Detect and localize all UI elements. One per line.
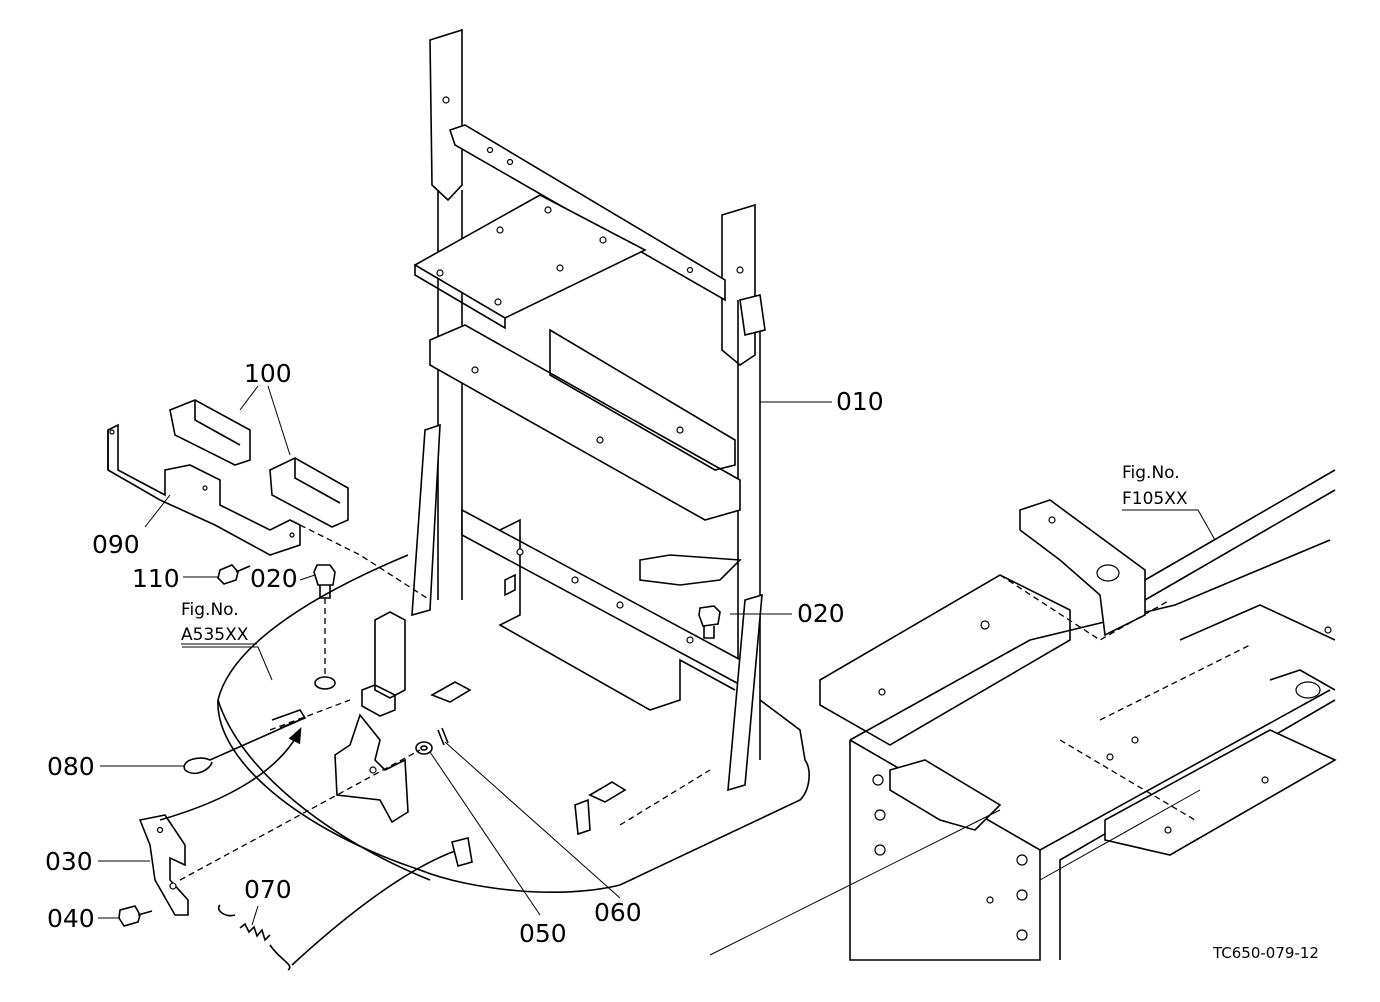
- label-100: 100: [244, 359, 292, 388]
- label-010: 010: [836, 387, 884, 416]
- bolt-110: [217, 564, 251, 585]
- block-100-b: [269, 457, 349, 528]
- label-020-left: 020: [250, 564, 298, 593]
- spring-070: [217, 904, 291, 971]
- part-labels: 010 100 090 110 020 020 080 030 040 070 …: [45, 359, 1319, 962]
- plate-030: [138, 814, 189, 916]
- pin-060: [437, 727, 449, 746]
- label-080: 080: [47, 752, 95, 781]
- label-050: 050: [519, 919, 567, 948]
- washer-050: [415, 741, 433, 755]
- label-040: 040: [47, 904, 95, 933]
- drawing-code: TC650-079-12: [1212, 944, 1319, 962]
- label-030: 030: [45, 847, 93, 876]
- label-090: 090: [92, 530, 140, 559]
- label-110: 110: [132, 564, 180, 593]
- fig-ref-f105-label: Fig.No.: [1122, 463, 1180, 483]
- leader-lines: [98, 385, 1216, 926]
- bracket-090: [107, 423, 301, 556]
- label-070: 070: [244, 875, 292, 904]
- fig-ref-f105-number: F105XX: [1122, 489, 1188, 509]
- bolt-040: [118, 905, 153, 927]
- label-060: 060: [594, 898, 642, 927]
- frame-assembly: [217, 28, 810, 894]
- lever-plate: [334, 611, 409, 824]
- tractor-frame: [819, 469, 1337, 961]
- wire-080: [183, 709, 307, 775]
- fig-ref-a535-number: A535XX: [181, 625, 249, 645]
- fig-ref-a535-label: Fig.No.: [181, 600, 239, 620]
- block-100-a: [169, 399, 251, 466]
- bolt-020-left: [313, 564, 336, 690]
- bolt-020-right: [698, 605, 721, 639]
- label-020-right: 020: [797, 599, 845, 628]
